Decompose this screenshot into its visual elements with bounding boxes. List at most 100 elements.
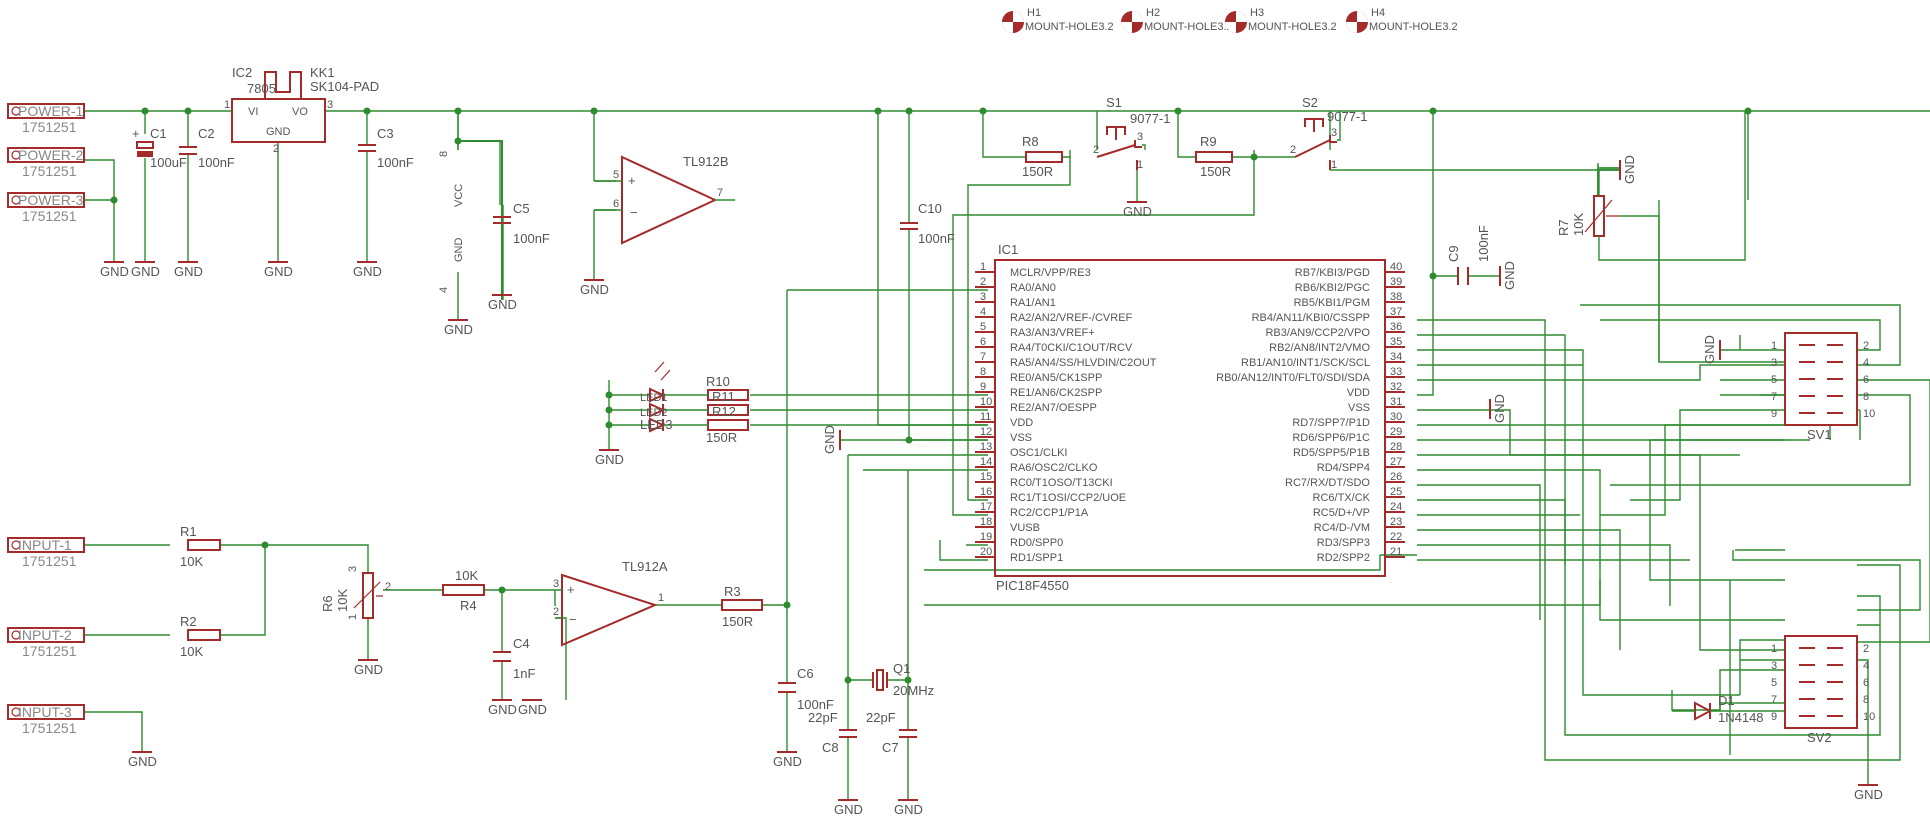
- header-pin-num: 4: [1863, 660, 1869, 672]
- gnd-label: GND: [595, 452, 624, 467]
- mcu-pin-name: MCLR/VPP/RE3: [1010, 267, 1091, 279]
- opamp-ref: TL912A: [622, 559, 668, 574]
- cap-value: 22pF: [808, 710, 838, 725]
- svg-text:2: 2: [1093, 144, 1099, 156]
- mcu-pin-name: RD1/SPP1: [1010, 552, 1063, 564]
- mcu-pin-num: 9: [980, 381, 986, 393]
- header-pin-num: 1: [1771, 643, 1777, 655]
- mcu-pin-num: 39: [1390, 276, 1402, 288]
- res-ref: R8: [1022, 134, 1039, 149]
- mcu-pin-num: 36: [1390, 321, 1402, 333]
- header-pin-num: 8: [1863, 694, 1869, 706]
- mcu-pin-name: RB6/KBI2/PGC: [1295, 282, 1370, 294]
- gnd-pin-label: GND: [453, 238, 465, 263]
- capacitor-c5: C5 100nF: [493, 201, 550, 295]
- mcu-pin-num: 34: [1390, 351, 1402, 363]
- capacitor-c4: C4 1nF: [493, 636, 535, 681]
- header-pin-num: 9: [1771, 408, 1777, 420]
- svg-text:1: 1: [658, 592, 664, 604]
- header-pin-num: 4: [1863, 357, 1869, 369]
- mcu-pin-num: 38: [1390, 291, 1402, 303]
- mcu-pin-name: RA1/AN1: [1010, 297, 1056, 309]
- diode-ref: D1: [1718, 693, 1735, 708]
- mcu-pin-num: 30: [1390, 411, 1402, 423]
- mcu-pin-num: 20: [980, 546, 992, 558]
- resistor-r8: R8 150R: [1022, 134, 1063, 179]
- capacitor-c2: C2 100nF: [179, 126, 235, 170]
- header-pin-num: 3: [1771, 660, 1777, 672]
- heatsink-ref: KK1: [310, 65, 335, 80]
- mcu-pin-name: RC2/CCP1/P1A: [1010, 507, 1089, 519]
- mount-hole-ref: H1: [1027, 7, 1041, 19]
- mcu-pin-name: RB5/KBI1/PGM: [1294, 297, 1370, 309]
- gnd-label: GND: [488, 702, 517, 717]
- res-value: 150R: [706, 430, 737, 445]
- svg-text:2: 2: [385, 581, 391, 593]
- res-ref: R3: [724, 584, 741, 599]
- mcu-ref: IC1: [998, 242, 1018, 257]
- mcu-pin-name: RC0/T1OSO/T13CKI: [1010, 477, 1113, 489]
- mount-hole-ref: H3: [1250, 7, 1264, 19]
- switch-s1: S1 9077-1 231: [1093, 95, 1170, 202]
- cap-ref: C5: [513, 201, 530, 216]
- svg-text:7: 7: [717, 187, 723, 199]
- svg-text:3: 3: [347, 566, 359, 572]
- cap-ref: C8: [822, 740, 839, 755]
- connector-label: POWER-3: [18, 192, 84, 208]
- header-pin-num: 7: [1771, 391, 1777, 403]
- mcu-pin-name: OSC1/CLKI: [1010, 447, 1067, 459]
- switch-ref: S2: [1302, 95, 1318, 110]
- svg-text:+: +: [132, 126, 140, 141]
- diode-d1: D1 1N4148: [1672, 693, 1785, 725]
- cap-value: 100nF: [198, 155, 235, 170]
- gnd-label: GND: [100, 264, 129, 279]
- gnd-label: GND: [131, 264, 160, 279]
- cap-ref: C7: [882, 740, 899, 755]
- mcu-pin-num: 18: [980, 516, 992, 528]
- svg-text:1: 1: [1137, 159, 1143, 171]
- mcu-pin-name: RB4/AN11/KBI0/CSSPP: [1252, 312, 1370, 324]
- capacitor-c8: 22pF C8: [808, 710, 857, 755]
- gnd-label: GND: [1854, 787, 1883, 802]
- mcu-pin-name: RC4/D-/VM: [1314, 522, 1370, 534]
- mcu-pin-name: RC5/D+/VP: [1313, 507, 1370, 519]
- cap-value: 100nF: [513, 231, 550, 246]
- res-ref: R2: [180, 614, 197, 629]
- mcu-pin-name: RD4/SPP4: [1317, 462, 1370, 474]
- svg-text:2: 2: [553, 606, 559, 618]
- cap-value: 100uF: [150, 155, 187, 170]
- gnd-label: GND: [834, 802, 863, 817]
- header-pin-num: 6: [1863, 374, 1869, 386]
- mcu-pin-num: 7: [980, 351, 986, 363]
- mcu-pin-num: 15: [980, 471, 992, 483]
- switch-s2: S2 9077-1 231: [1254, 95, 1367, 171]
- res-ref: R12: [712, 404, 736, 419]
- mcu-pin-name: RB2/AN8/INT2/VMO: [1269, 342, 1370, 354]
- gnd-label: GND: [894, 802, 923, 817]
- mcu-pin-num: 6: [980, 336, 986, 348]
- connector-label: INPUT-1: [18, 537, 72, 553]
- resistor-r4: 10K R4: [442, 568, 485, 613]
- res-value: 150R: [1200, 164, 1231, 179]
- res-value: 150R: [1022, 164, 1053, 179]
- led-ref: LED3: [640, 417, 673, 432]
- gnd-label: GND: [1702, 335, 1717, 364]
- cap-ref: C2: [198, 126, 215, 141]
- opamp-tl912b: +− 5 6 7 TL912B: [594, 154, 735, 245]
- opamp-power-pins: 8 VCC GND 4: [438, 111, 465, 320]
- gnd-label: GND: [1123, 204, 1152, 219]
- pin-vo: VO: [292, 106, 308, 118]
- mcu-pin-num: 13: [980, 441, 992, 453]
- mcu-pin-num: 1: [980, 261, 986, 273]
- resistor-r1: R1 10K: [180, 524, 221, 569]
- capacitor-c7: 22pF C7: [866, 710, 917, 755]
- cap-value: 1nF: [513, 666, 535, 681]
- mount-hole-value: MOUNT-HOLE3.2: [1369, 21, 1458, 33]
- vcc-label: VCC: [453, 184, 465, 207]
- cap-value: 22pF: [866, 710, 896, 725]
- pin-1: 1: [224, 99, 230, 111]
